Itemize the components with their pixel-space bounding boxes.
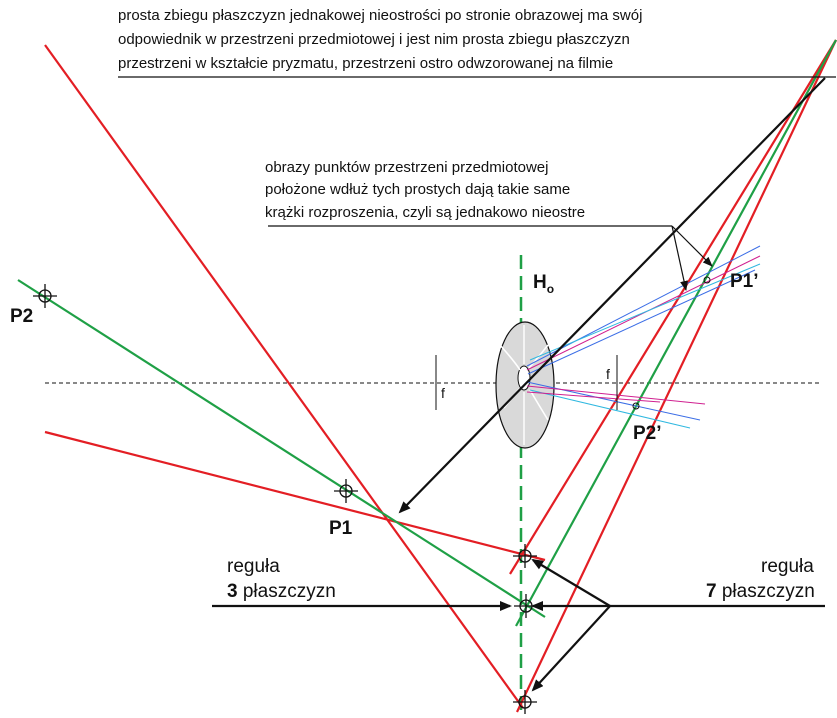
crosshair-p2 bbox=[33, 284, 57, 308]
middle-arrow-to-p1-prime bbox=[671, 225, 713, 267]
rule-right-arrow-lower bbox=[531, 605, 611, 692]
marker-p2-prime bbox=[632, 402, 640, 410]
label-p1-prime: P1’ bbox=[730, 271, 759, 292]
crosshair-h0-upper bbox=[513, 544, 537, 568]
top-note-line-1: prosta zbiegu płaszczyzn jednakowej nieo… bbox=[118, 7, 642, 24]
ray-bundle-p2-prime bbox=[526, 381, 706, 429]
rule-right-line-1: reguła bbox=[761, 556, 814, 577]
middle-note-line-3: krążki rozproszenia, czyli są jednakowo … bbox=[265, 204, 585, 221]
green-line-left bbox=[17, 279, 546, 618]
red-line-right-lower bbox=[516, 39, 837, 713]
rule-right-arrow-upper bbox=[531, 558, 611, 607]
red-line-steep-left bbox=[44, 44, 524, 709]
label-h0: Ho bbox=[533, 272, 554, 296]
top-note-line-3: przestrzeni w kształcie pryzmatu, przest… bbox=[118, 55, 613, 72]
focal-label-left: f bbox=[441, 385, 445, 401]
marker-p1-prime bbox=[703, 276, 711, 284]
ray-bundle-p1-prime bbox=[526, 245, 761, 375]
label-p1: P1 bbox=[329, 518, 353, 539]
rule-left-line-2: 3 płaszczyzn bbox=[227, 581, 336, 602]
label-p2-prime: P2’ bbox=[633, 423, 662, 444]
crosshair-p1-near bbox=[334, 479, 358, 503]
black-arrow-to-p1 bbox=[398, 77, 826, 514]
red-line-right-upper bbox=[509, 39, 837, 575]
crosshair-h0-lower bbox=[513, 690, 537, 714]
middle-note-line-1: obrazy punktów przestrzeni przedmiotowej bbox=[265, 159, 548, 176]
rule-left-line-1: reguła bbox=[227, 556, 280, 577]
green-line-right bbox=[515, 39, 837, 627]
label-p2: P2 bbox=[10, 306, 33, 327]
top-note-line-2: odpowiednik w przestrzeni przedmiotowej … bbox=[118, 31, 630, 48]
crosshair-h0-middle bbox=[514, 594, 538, 618]
red-line-shallow-left bbox=[44, 430, 546, 562]
middle-note-line-2: położone wdłuż tych prostych dają takie … bbox=[265, 181, 570, 198]
rule-right-line-2: 7 płaszczyzn bbox=[706, 581, 815, 602]
middle-arrow-to-line bbox=[671, 225, 688, 291]
focal-label-right: f bbox=[606, 366, 610, 382]
